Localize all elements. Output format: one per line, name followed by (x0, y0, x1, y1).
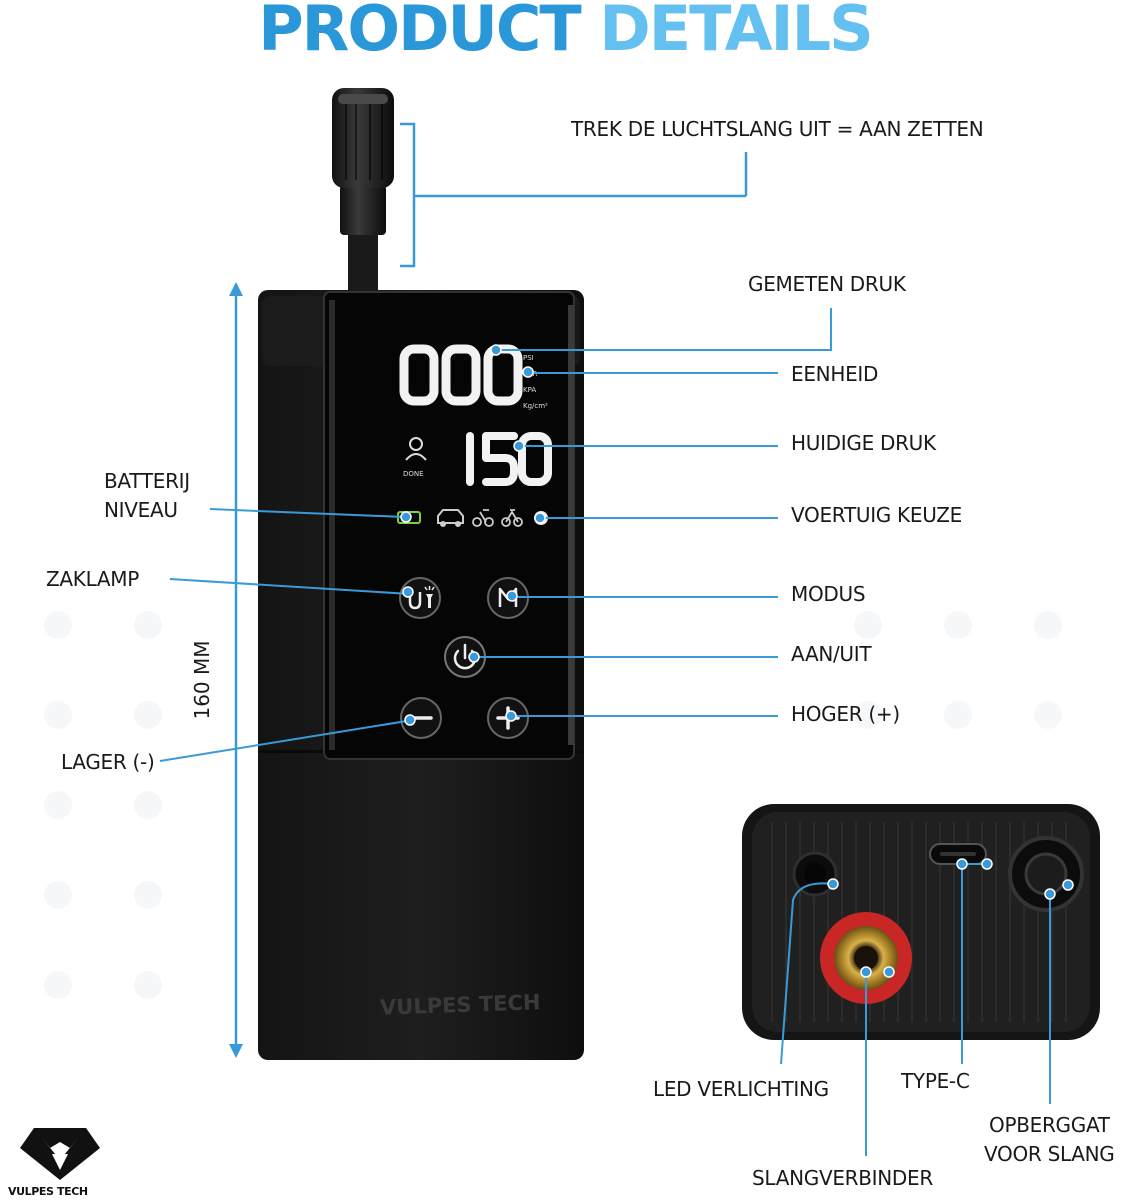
background-dots (44, 611, 1062, 999)
title-word-details: DETAILS (599, 0, 874, 65)
air-hose-nozzle (332, 88, 394, 292)
height-dimension-label: 160 MM (190, 640, 214, 720)
callout-dots (400, 344, 1074, 978)
label-unit: EENHEID (791, 362, 879, 386)
logo-text: VULPES TECH (8, 1185, 88, 1198)
vulpes-logo-icon (20, 1128, 100, 1180)
bicycle-icon (501, 509, 523, 527)
bottom-view (742, 804, 1100, 1040)
title-word-product: PRODUCT (258, 0, 581, 65)
callout-lines (159, 308, 1051, 1156)
unit-psi: PSI (523, 354, 534, 362)
done-indicator: DONE (403, 437, 427, 478)
car-icon (437, 509, 464, 527)
hose-bracket (400, 122, 748, 268)
label-higher: HOGER (+) (791, 702, 900, 726)
height-dimension-arrow (229, 282, 243, 1058)
label-type-c: TYPE-C (901, 1069, 970, 1093)
current-pressure-display (466, 432, 552, 486)
done-label: DONE (403, 470, 424, 478)
page-title: PRODUCT DETAILS (0, 0, 1130, 64)
label-measured-pressure: GEMETEN DRUK (748, 272, 906, 296)
label-flashlight: ZAKLAMP (46, 567, 139, 591)
label-mode: MODUS (791, 582, 866, 606)
label-battery-line2: NIVEAU (104, 498, 178, 522)
label-storage-line2: VOOR SLANG (984, 1142, 1115, 1166)
label-battery-line1: BATTERIJ (104, 469, 190, 493)
label-led: LED VERLICHTING (653, 1077, 829, 1101)
label-pull-hose: TREK DE LUCHTSLANG UIT = AAN ZETTEN (571, 117, 984, 141)
unit-kgcm: Kg/cm² (523, 402, 548, 410)
label-vehicle-choice: VOERTUIG KEUZE (791, 503, 962, 527)
motorcycle-icon (472, 509, 494, 527)
label-power: AAN/UIT (791, 642, 872, 666)
label-lower: LAGER (-) (61, 750, 155, 774)
label-hose-connector: SLANGVERBINDER (752, 1166, 933, 1190)
unit-kpa: KPA (523, 386, 536, 394)
flashlight-button[interactable] (399, 577, 441, 619)
label-current-pressure: HUIDIGE DRUK (791, 431, 936, 455)
label-storage-line1: OPBERGGAT (989, 1113, 1110, 1137)
